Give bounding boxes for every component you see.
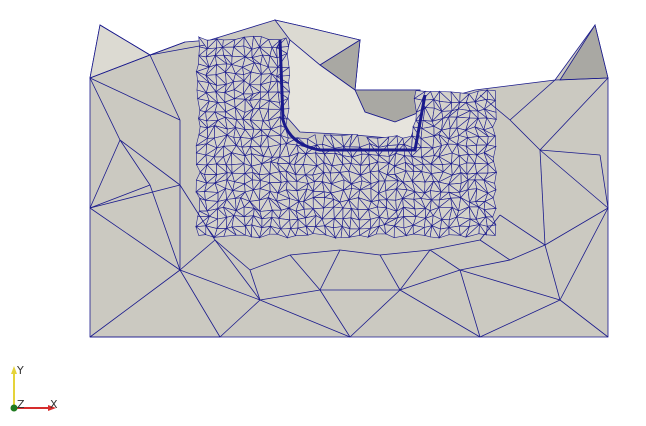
dense-mesh [194,35,498,239]
coarse-mesh-edge [89,77,121,141]
coarse-mesh-edge [399,249,431,291]
coarse-mesh-edge [249,269,261,301]
coarse-mesh-edge [509,79,556,121]
z-axis-label: Z [17,398,25,411]
coarse-mesh-edge [149,41,186,56]
coarse-mesh-edge [89,269,181,338]
orientation-axes: Y Z X [10,364,58,412]
coarse-mesh-edge [119,139,151,186]
coarse-mesh-edge [214,239,251,271]
coarse-mesh-edge [559,207,609,301]
coarse-mesh-edge [509,119,541,151]
dark-facet-right [559,23,609,81]
coarse-mesh-edge [539,149,601,156]
coarse-mesh-edge [89,54,151,79]
coarse-mesh-edge [539,149,546,246]
coarse-mesh-edge [539,149,609,209]
dense-mesh-triangle [295,227,309,237]
coarse-mesh-edge [89,77,181,121]
coarse-mesh-edge [429,239,481,251]
coarse-mesh-edge [544,207,609,246]
dense-mesh-triangle [269,225,278,235]
coarse-mesh-edge [89,207,181,271]
coarse-mesh-edge [459,269,481,338]
dense-mesh-triangle [286,227,296,239]
coarse-mesh-edge [459,269,561,301]
x-axis-label: X [50,398,58,411]
coarse-mesh-edge [289,254,321,291]
coarse-mesh-edge [479,94,511,121]
coarse-mesh-edge [179,269,221,338]
coarse-mesh-edge [89,184,151,209]
coarse-mesh-edge [99,24,151,56]
coarse-mesh-edge [89,139,121,209]
dense-mesh-triangle [305,225,314,236]
dense-mesh-triangle [448,227,462,236]
coarse-mesh-edge [349,289,401,338]
dense-mesh-triangle [244,224,253,238]
dense-mesh-triangle [393,225,407,239]
coarse-mesh-edge [214,239,261,301]
coarse-mesh-edge [599,154,609,209]
coarse-mesh-edge [509,244,546,261]
coarse-mesh-edge [479,214,501,241]
coarse-mesh-edge [379,254,401,291]
dense-mesh-triangle [478,223,488,236]
dense-mesh-triangle [312,226,328,236]
coarse-mesh-edge [544,244,561,301]
coarse-mesh-edge [179,239,216,271]
dense-mesh-triangle [324,224,337,239]
coarse-mesh-edge [149,44,206,56]
coarse-mesh-edge [219,299,261,338]
dense-mesh-triangle [231,226,247,236]
coarse-mesh-edge [179,184,216,241]
dense-mesh-triangle [429,224,440,239]
coarse-mesh-edge [259,299,351,338]
coarse-mesh-edge [149,184,181,271]
dense-mesh-triangle [223,227,238,237]
coarse-mesh-edge [399,269,461,291]
coarse-mesh-edge [119,139,181,186]
coarse-mesh-edge [379,249,431,256]
recess-boundary-band [278,39,427,152]
coarse-mesh-edge [249,254,291,271]
coarse-mesh-edge [319,249,341,291]
coarse-mesh [89,24,609,338]
coarse-mesh-edge [499,214,546,246]
dense-mesh-triangle [340,225,350,238]
coarse-mesh-edge [89,184,181,209]
coarse-mesh-edge [429,249,461,271]
coarse-mesh-edge [259,289,321,301]
dense-mesh-triangle [276,228,289,239]
coarse-mesh-edge [339,249,381,256]
y-axis-arrow-icon [11,366,17,374]
coarse-mesh-edge [399,289,481,338]
coarse-mesh-edge [319,289,351,338]
coarse-mesh-edge [179,269,261,301]
coarse-mesh-edge [479,239,511,261]
coarse-mesh-edge [459,259,511,271]
coarse-mesh-edge [554,77,609,81]
coarse-mesh-edge [289,249,341,256]
coarse-mesh-edge [149,54,181,121]
dense-mesh-triangle [195,225,207,236]
coarse-mesh-edge [559,299,609,338]
dense-mesh-triangle [486,225,496,236]
dense-mesh-triangle [251,223,261,238]
dense-mesh-triangle [375,225,387,235]
z-axis-dot-icon [10,404,18,412]
x-axis-arrow-icon [48,405,56,411]
coarse-mesh-edge [479,299,561,338]
coarse-mesh-edge [539,77,609,151]
y-axis-label: Y [16,364,24,377]
